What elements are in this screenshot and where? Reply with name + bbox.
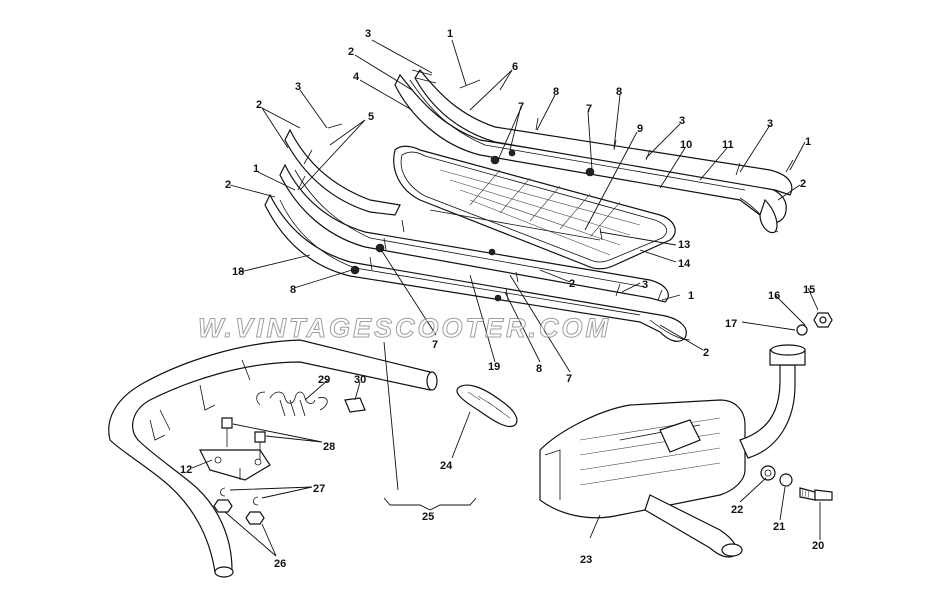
callout-7-d: 7 <box>566 373 572 385</box>
leader-lines <box>191 39 821 557</box>
callout-11: 11 <box>722 139 734 151</box>
callout-1-top: 1 <box>447 28 453 40</box>
callout-18: 18 <box>232 266 244 278</box>
callout-7-c: 7 <box>432 339 438 351</box>
muffler-assembly <box>539 344 806 558</box>
callout-8-d: 8 <box>536 363 542 375</box>
return-spring <box>256 391 328 417</box>
callout-16: 16 <box>768 290 780 302</box>
bracket-bolts <box>221 417 266 460</box>
callout-27: 27 <box>313 483 325 495</box>
callout-8-b: 8 <box>616 86 622 98</box>
callout-15: 15 <box>803 284 815 296</box>
callout-19: 19 <box>488 361 500 373</box>
callout-1-b: 1 <box>253 163 259 175</box>
callout-3-c: 3 <box>679 115 685 127</box>
callout-3-d: 3 <box>767 118 773 130</box>
rubber-grip <box>456 384 518 428</box>
callout-10: 10 <box>680 139 692 151</box>
left-runner-rail <box>264 128 691 342</box>
callout-8-a: 8 <box>553 86 559 98</box>
screw-hardware <box>297 69 794 302</box>
callout-17: 17 <box>725 318 737 330</box>
callout-3-e: 3 <box>642 279 648 291</box>
callout-1-c: 1 <box>805 136 811 148</box>
callout-labels: 1 2 3 4 5 6 7 8 9 10 11 12 13 14 15 16 1… <box>180 28 824 570</box>
spring-clip <box>344 397 366 413</box>
callout-9: 9 <box>637 123 643 135</box>
callout-3-b: 3 <box>295 81 301 93</box>
callout-20: 20 <box>812 540 824 552</box>
callout-8-c: 8 <box>290 284 296 296</box>
callout-4: 4 <box>353 71 360 83</box>
callout-21: 21 <box>773 521 785 533</box>
callout-14: 14 <box>678 258 691 270</box>
callout-6: 6 <box>512 61 518 73</box>
callout-2-top: 2 <box>348 46 354 58</box>
small-fasteners <box>760 312 833 501</box>
callout-5: 5 <box>368 111 374 123</box>
callout-22: 22 <box>731 504 743 516</box>
callout-3-top: 3 <box>365 28 371 40</box>
callout-7-a: 7 <box>518 101 524 113</box>
callout-13: 13 <box>678 239 690 251</box>
callout-23: 23 <box>580 554 592 566</box>
callout-30: 30 <box>354 374 366 386</box>
callout-2-f: 2 <box>703 347 709 359</box>
callout-29: 29 <box>318 374 330 386</box>
callout-26: 26 <box>274 558 286 570</box>
callout-24: 24 <box>440 460 453 472</box>
callout-2-c: 2 <box>225 179 231 191</box>
bumper-bracket <box>199 449 271 481</box>
callout-2-b: 2 <box>256 99 262 111</box>
right-runner-rail <box>394 68 793 234</box>
nuts-and-clips <box>213 487 265 525</box>
callout-12: 12 <box>180 464 192 476</box>
callout-28: 28 <box>323 441 335 453</box>
callout-2-e: 2 <box>569 278 575 290</box>
callout-1-d: 1 <box>688 290 694 302</box>
callout-7-b: 7 <box>586 103 592 115</box>
rubber-mat <box>393 145 676 270</box>
callout-25: 25 <box>422 511 434 523</box>
callout-2-d: 2 <box>800 178 806 190</box>
rear-bumper-bar <box>108 339 438 578</box>
